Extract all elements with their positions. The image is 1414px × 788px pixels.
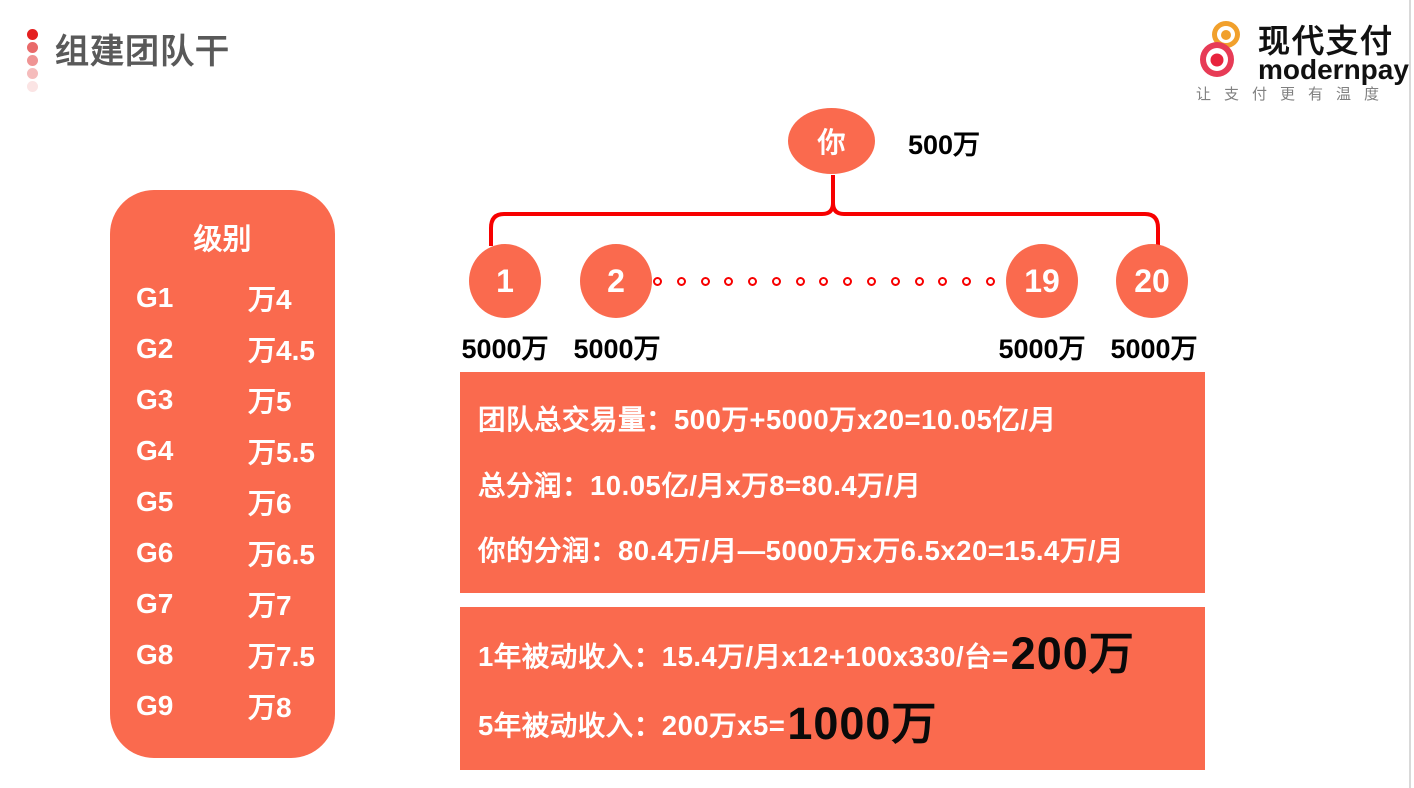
- logo-pink-dot-icon: [1210, 53, 1224, 66]
- logo-name-en: modernpay: [1258, 54, 1409, 85]
- passive-income-calc-box: 1年被动收入：15.4万/月x12+100x330/台= 200万 5年被动收入…: [460, 607, 1205, 770]
- ellipsis-dot-icon: [676, 277, 686, 286]
- calc-highlight-amount: 200万: [1010, 628, 1135, 680]
- ellipsis-dot-icon: [890, 277, 900, 286]
- table-row: G1 万4: [110, 272, 335, 323]
- child-volume-label: 5000万: [573, 334, 661, 364]
- table-row: G4 万5.5: [110, 425, 335, 476]
- rate-cell: 万4.5: [248, 334, 315, 366]
- table-row: G6 万6.5: [110, 527, 335, 578]
- table-row: G3 万5: [110, 374, 335, 425]
- page-right-border: [1409, 0, 1411, 788]
- table-row: G7 万7: [110, 578, 335, 629]
- level-cell: G7: [136, 587, 174, 619]
- ellipsis-dot-icon: [653, 277, 662, 286]
- page-title: 组建团队干: [55, 33, 230, 71]
- calc-line-1year-income: 1年被动收入：15.4万/月x12+100x330/台= 200万: [478, 631, 1205, 676]
- rate-cell: 万4: [248, 283, 292, 315]
- ellipsis-dot-icon: [867, 277, 877, 286]
- table-row: G8 万7.5: [110, 629, 335, 680]
- level-cell: G3: [136, 383, 174, 415]
- child-volume-label: 5000万: [998, 334, 1086, 364]
- ellipsis-dot-icon: [819, 277, 829, 286]
- ellipsis-dot-icon: [771, 277, 781, 286]
- level-cell: G5: [136, 485, 174, 517]
- level-cell: G2: [136, 332, 174, 364]
- rate-cell: 万8: [248, 691, 292, 723]
- calc-highlight-amount: 1000万: [787, 697, 938, 749]
- logo-tagline: 让支付更有温度: [1196, 86, 1393, 103]
- rate-cell: 万6.5: [248, 538, 315, 570]
- ellipsis-dot-icon: [985, 277, 995, 286]
- title-accent-dots-icon: [27, 29, 38, 92]
- logo-name-cn: 现代支付: [1258, 23, 1395, 59]
- calc-line-your-profit: 你的分润：80.4万/月—5000万x万6.5x20=15.4万/月: [478, 534, 1124, 566]
- child-node-19: 19: [1006, 244, 1078, 318]
- ellipsis-dot-icon: [914, 277, 924, 286]
- rate-cell: 万5: [248, 385, 292, 417]
- logo-orange-dot-icon: [1221, 29, 1231, 40]
- modernpay-logo-icon: [1196, 14, 1256, 84]
- level-cell: G9: [136, 689, 174, 721]
- root-volume-label: 500万: [908, 130, 981, 160]
- rate-cell: 万7: [248, 589, 292, 621]
- calc-line-total-profit: 总分润：10.05亿/月x万8=80.4万/月: [478, 469, 922, 501]
- ellipsis-dots: [653, 277, 995, 286]
- root-node-you: 你: [788, 108, 875, 174]
- ellipsis-dot-icon: [724, 277, 734, 286]
- table-row: G5 万6: [110, 476, 335, 527]
- calc-line-5year-income: 5年被动收入：200万x5= 1000万: [478, 701, 1205, 746]
- ellipsis-dot-icon: [962, 277, 972, 286]
- level-cell: G6: [136, 536, 174, 568]
- calc-prefix: 1年被动收入：15.4万/月x12+100x330/台=: [478, 640, 1009, 672]
- logo-pink-ring-icon: [1200, 42, 1234, 77]
- child-node-20: 20: [1116, 244, 1188, 318]
- table-row: G9 万8: [110, 680, 335, 731]
- rate-cell: 万6: [248, 487, 292, 519]
- child-volume-label: 5000万: [461, 334, 549, 364]
- rate-cell: 万7.5: [248, 640, 315, 672]
- level-cell: G4: [136, 434, 174, 466]
- ellipsis-dot-icon: [938, 277, 948, 286]
- level-cell: G1: [136, 281, 174, 313]
- table-row: G2 万4.5: [110, 323, 335, 374]
- calc-line-total-volume: 团队总交易量：500万+5000万x20=10.05亿/月: [478, 404, 1057, 436]
- ellipsis-dot-icon: [795, 277, 805, 286]
- level-table-header: 级别: [193, 224, 252, 256]
- ellipsis-dot-icon: [700, 277, 710, 286]
- child-node-1: 1: [469, 244, 541, 318]
- team-volume-calc-box: 团队总交易量：500万+5000万x20=10.05亿/月 总分润：10.05亿…: [460, 372, 1205, 593]
- child-volume-label: 5000万: [1110, 334, 1198, 364]
- ellipsis-dot-icon: [843, 277, 853, 286]
- ellipsis-dot-icon: [748, 277, 758, 286]
- calc-prefix: 5年被动收入：200万x5=: [478, 710, 786, 742]
- level-table-panel: 级别 G1 万4 G2 万4.5 G3 万5 G4 万5.5 G5 万6 G6 万6.5 G…: [110, 190, 335, 758]
- child-node-2: 2: [580, 244, 652, 318]
- level-cell: G8: [136, 638, 174, 670]
- rate-cell: 万5.5: [248, 436, 315, 468]
- level-table-rows: G1 万4 G2 万4.5 G3 万5 G4 万5.5 G5 万6 G6 万6.5 G7 万7…: [110, 272, 335, 731]
